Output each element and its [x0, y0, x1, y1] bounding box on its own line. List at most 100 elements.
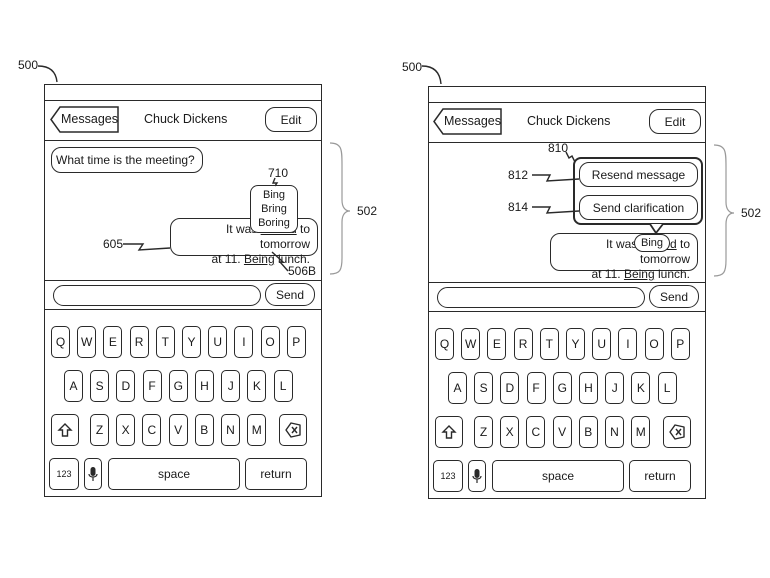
key-r-label: R — [134, 335, 144, 349]
send-clarification-button[interactable]: Send clarification — [579, 195, 698, 220]
key-g[interactable]: G — [552, 372, 572, 404]
key-o[interactable]: O — [260, 326, 280, 358]
key-z[interactable]: Z — [90, 414, 109, 446]
key-p[interactable]: P — [286, 326, 306, 358]
screen-ref-label: 502 — [357, 204, 378, 218]
key-p[interactable]: P — [670, 328, 690, 360]
conversation-title: Chuck Dickens — [527, 114, 611, 128]
suggestion-item[interactable]: Boring — [258, 217, 290, 229]
key-q[interactable]: Q — [435, 328, 454, 360]
key-w[interactable]: W — [461, 328, 481, 360]
space-key[interactable]: space — [492, 460, 624, 492]
corrected-word-being[interactable]: Being — [243, 252, 275, 266]
key-z[interactable]: Z — [474, 416, 493, 448]
resend-message-button[interactable]: Resend message — [579, 162, 698, 187]
space-key-label: space — [541, 469, 575, 483]
key-k-label: K — [636, 381, 645, 395]
message-input[interactable] — [437, 287, 645, 308]
key-y[interactable]: Y — [566, 328, 585, 360]
incoming-message-bubble[interactable]: What time is the meeting? — [51, 147, 203, 173]
key-j[interactable]: J — [221, 370, 241, 402]
key-r[interactable]: R — [129, 326, 149, 358]
key-i[interactable]: I — [234, 326, 254, 358]
key-l[interactable]: L — [273, 370, 293, 402]
key-t[interactable]: T — [155, 326, 175, 358]
key-k[interactable]: K — [631, 372, 651, 404]
key-v[interactable]: V — [168, 414, 188, 446]
key-v[interactable]: V — [552, 416, 572, 448]
key-p-label: P — [676, 337, 685, 351]
key-d[interactable]: D — [500, 372, 520, 404]
key-g[interactable]: G — [168, 370, 188, 402]
space-key[interactable]: space — [108, 458, 240, 490]
key-k[interactable]: K — [247, 370, 267, 402]
key-q[interactable]: Q — [51, 326, 70, 358]
key-i[interactable]: I — [618, 328, 638, 360]
shift-key[interactable] — [435, 416, 463, 448]
numbers-key[interactable]: 123 — [49, 458, 79, 490]
key-h[interactable]: H — [579, 372, 598, 404]
key-w[interactable]: W — [77, 326, 97, 358]
key-q-label: Q — [55, 335, 66, 349]
key-a-label: A — [453, 381, 462, 395]
suggestion-item[interactable]: Bring — [261, 203, 287, 215]
numbers-key[interactable]: 123 — [433, 460, 463, 492]
corrected-word-being[interactable]: Being — [623, 267, 655, 281]
key-d[interactable]: D — [116, 370, 136, 402]
key-y[interactable]: Y — [182, 326, 201, 358]
send-button[interactable]: Send — [265, 283, 315, 306]
key-n[interactable]: N — [221, 414, 240, 446]
key-c[interactable]: C — [142, 414, 162, 446]
incoming-message-text: What time is the meeting? — [56, 153, 195, 167]
key-u[interactable]: U — [208, 326, 228, 358]
return-key[interactable]: return — [245, 458, 307, 490]
send-button[interactable]: Send — [649, 285, 699, 308]
key-x[interactable]: X — [116, 414, 136, 446]
key-a-label: A — [69, 379, 78, 393]
suggestion-item[interactable]: Bing — [262, 189, 286, 201]
key-a[interactable]: A — [448, 372, 467, 404]
microphone-key[interactable] — [84, 458, 102, 490]
delete-key[interactable] — [663, 416, 691, 448]
key-l[interactable]: L — [657, 372, 677, 404]
key-c-label: C — [531, 425, 541, 439]
message-input[interactable] — [53, 285, 261, 306]
key-l-label: L — [663, 381, 671, 395]
return-key[interactable]: return — [629, 460, 691, 492]
microphone-key[interactable] — [468, 460, 486, 492]
key-b[interactable]: B — [578, 416, 598, 448]
key-e[interactable]: E — [103, 326, 123, 358]
shift-key[interactable] — [51, 414, 79, 446]
key-w-label: W — [465, 337, 477, 351]
selected-suggestion-chip[interactable]: Bing — [634, 234, 670, 252]
delete-icon — [285, 422, 301, 438]
key-u[interactable]: U — [592, 328, 612, 360]
back-button-messages[interactable]: Messages — [444, 114, 501, 128]
key-f[interactable]: F — [526, 372, 546, 404]
key-x[interactable]: X — [500, 416, 520, 448]
key-h[interactable]: H — [195, 370, 214, 402]
key-m[interactable]: M — [247, 414, 267, 446]
key-f-label: F — [148, 379, 156, 393]
key-n-label: N — [610, 425, 619, 439]
edit-button[interactable]: Edit — [265, 107, 317, 132]
key-c[interactable]: C — [526, 416, 546, 448]
key-b[interactable]: B — [194, 414, 214, 446]
edit-button[interactable]: Edit — [649, 109, 701, 134]
delete-key[interactable] — [279, 414, 307, 446]
key-s[interactable]: S — [474, 372, 494, 404]
key-a[interactable]: A — [64, 370, 83, 402]
key-n[interactable]: N — [605, 416, 624, 448]
key-f[interactable]: F — [142, 370, 162, 402]
key-s[interactable]: S — [90, 370, 110, 402]
outgoing-message-bubble[interactable]: It was moved to tomorrow at 11. Being lu… — [550, 233, 698, 281]
key-e[interactable]: E — [487, 328, 507, 360]
clarification-ref-label: 814 — [508, 200, 529, 214]
key-r[interactable]: R — [513, 328, 533, 360]
key-v-label: V — [174, 423, 183, 437]
key-t[interactable]: T — [539, 328, 559, 360]
back-button-messages[interactable]: Messages — [61, 112, 118, 126]
key-m[interactable]: M — [631, 416, 651, 448]
key-o[interactable]: O — [644, 328, 664, 360]
key-j[interactable]: J — [605, 372, 625, 404]
